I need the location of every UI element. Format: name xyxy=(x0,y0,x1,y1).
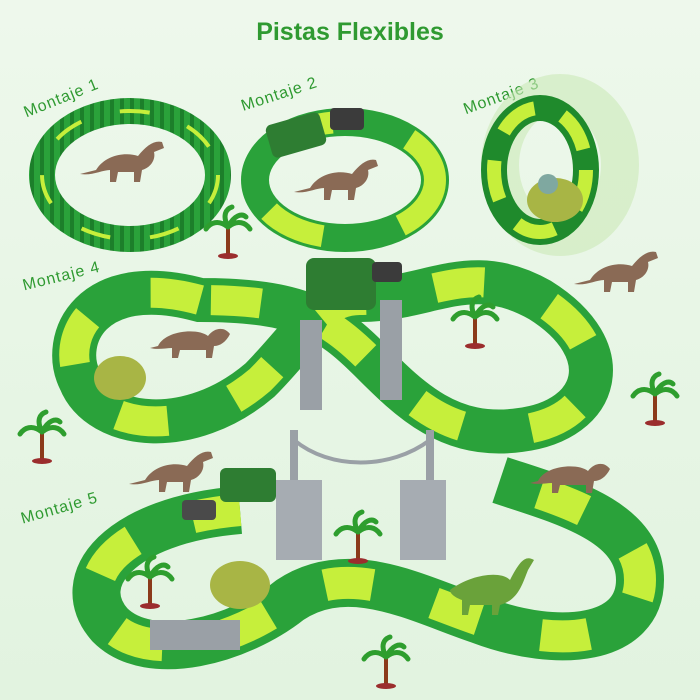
montaje-5-layout xyxy=(72,430,665,670)
montaje-1-ring xyxy=(29,98,231,252)
montaje-4-figure-eight xyxy=(52,258,613,454)
montaje-2-ring xyxy=(241,108,449,252)
montaje-3-loop xyxy=(481,74,639,256)
page-title: Pistas Flexibles xyxy=(256,18,444,46)
